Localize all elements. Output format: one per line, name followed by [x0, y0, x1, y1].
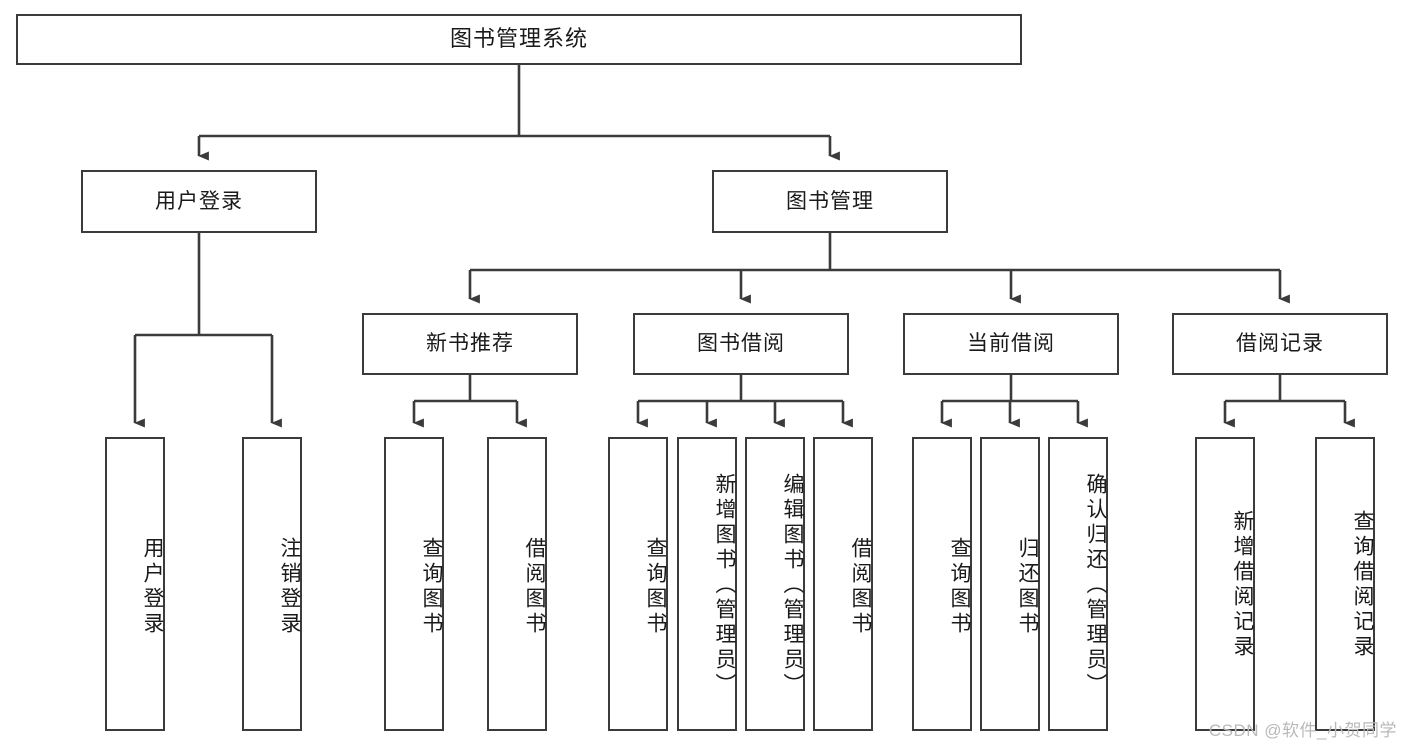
leaf-label: 编辑图书（管理员） [781, 472, 804, 698]
leaf-label: 确认归还（管理员） [1084, 472, 1107, 698]
leaf-label: 用户登录 [141, 537, 164, 637]
leaf-edit-book-admin[interactable]: 编辑图书（管理员） [745, 437, 805, 731]
node-user-login[interactable]: 用户登录 [81, 170, 317, 233]
node-borrow-records[interactable]: 借阅记录 [1172, 313, 1388, 375]
leaf-label: 注销登录 [278, 537, 301, 637]
leaf-label: 查询图书 [644, 537, 667, 637]
leaf-add-book-admin[interactable]: 新增图书（管理员） [677, 437, 737, 731]
leaf-label: 查询图书 [420, 537, 443, 637]
leaf-label: 查询借阅记录 [1351, 510, 1374, 660]
csdn-watermark: CSDN @软件_小贺同学 [1208, 721, 1397, 740]
leaf-label: 借阅图书 [523, 537, 546, 637]
node-root-system[interactable]: 图书管理系统 [16, 14, 1022, 65]
leaf-confirm-return-admin[interactable]: 确认归还（管理员） [1048, 437, 1108, 731]
leaf-borrow-book-recommend[interactable]: 借阅图书 [487, 437, 547, 731]
node-book-borrow[interactable]: 图书借阅 [633, 313, 849, 375]
leaf-label: 查询图书 [948, 537, 971, 637]
leaf-label: 新增图书（管理员） [713, 472, 736, 698]
node-book-management[interactable]: 图书管理 [712, 170, 948, 233]
leaf-borrow-book[interactable]: 借阅图书 [813, 437, 873, 731]
leaf-user-logout[interactable]: 注销登录 [242, 437, 302, 731]
leaf-query-borrow-record[interactable]: 查询借阅记录 [1315, 437, 1375, 731]
leaf-label: 借阅图书 [849, 537, 872, 637]
leaf-user-login[interactable]: 用户登录 [105, 437, 165, 731]
leaf-query-book-borrow[interactable]: 查询图书 [608, 437, 668, 731]
leaf-return-book[interactable]: 归还图书 [980, 437, 1040, 731]
leaf-query-book-current[interactable]: 查询图书 [912, 437, 972, 731]
node-current-borrow[interactable]: 当前借阅 [903, 313, 1119, 375]
leaf-label: 新增借阅记录 [1231, 510, 1254, 660]
leaf-add-borrow-record[interactable]: 新增借阅记录 [1195, 437, 1255, 731]
node-new-book-recommend[interactable]: 新书推荐 [362, 313, 578, 375]
leaf-query-book-recommend[interactable]: 查询图书 [384, 437, 444, 731]
leaf-label: 归还图书 [1016, 537, 1039, 637]
